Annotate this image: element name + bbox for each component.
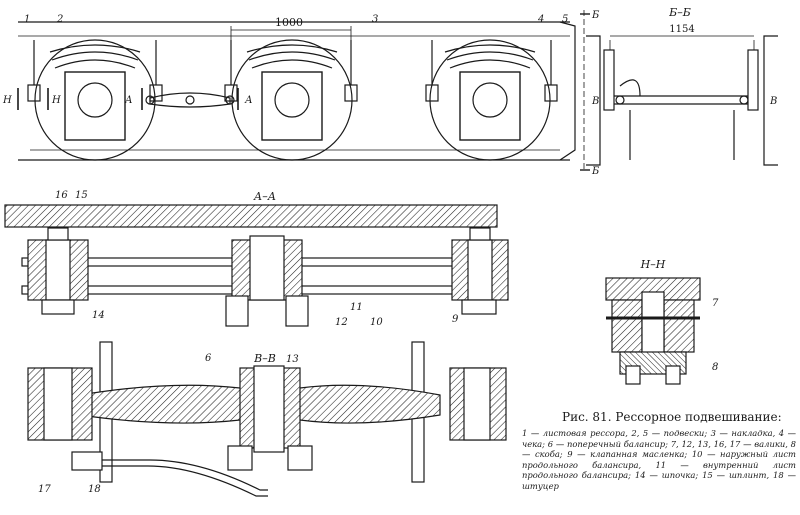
- callout-3: 3: [372, 14, 378, 25]
- section-vv-view: [27, 341, 507, 497]
- longitudinal-balancer: [149, 92, 231, 108]
- mark-a-left: А: [124, 95, 133, 106]
- section-bb-view: [586, 35, 778, 166]
- callout-11: 11: [350, 302, 363, 313]
- section-nn-title: Н–Н: [640, 258, 666, 271]
- side-elevation-view: [17, 10, 590, 171]
- callout-8: 8: [712, 362, 718, 373]
- caption-title: Рис. 81. Рессорное подвешивание:: [562, 410, 782, 424]
- callout-5: 5: [562, 14, 568, 25]
- callout-4: 4: [537, 14, 544, 25]
- mark-v-left: В: [591, 96, 599, 107]
- callout-7: 7: [712, 298, 719, 309]
- wheel-3: [425, 39, 558, 161]
- callout-14: 14: [92, 310, 105, 321]
- section-aa-view: [4, 204, 509, 327]
- mark-b-top: Б: [591, 10, 600, 21]
- callout-1: 1: [24, 14, 30, 25]
- callout-12: 12: [335, 317, 348, 328]
- callout-6: 6: [205, 353, 212, 364]
- callout-16: 16: [55, 190, 68, 201]
- callout-17: 17: [38, 484, 51, 495]
- wheel-2: [224, 39, 358, 161]
- mark-v-right: В: [769, 96, 777, 107]
- caption-legend: 1 — листовая рессора, 2, 5 — подвески; 3…: [522, 428, 796, 491]
- section-vv-title: В–В: [253, 352, 276, 365]
- callout-10: 10: [370, 317, 383, 328]
- section-aa-title: А–А: [253, 190, 276, 203]
- frame-end: [559, 21, 576, 161]
- section-nn-view: [605, 277, 701, 385]
- dimension-1154-label: 1154: [669, 24, 694, 35]
- mark-b-bottom: Б: [591, 166, 600, 177]
- wheel-1: [27, 39, 163, 161]
- dimension-1000-label: 1000: [275, 16, 303, 29]
- mark-a-right: А: [244, 95, 253, 106]
- callout-15: 15: [75, 190, 88, 201]
- mark-n-right: Н: [51, 95, 61, 106]
- mark-n-left: Н: [2, 95, 12, 106]
- section-bb-title: Б–Б: [668, 6, 691, 19]
- callout-9: 9: [452, 314, 459, 325]
- callout-13: 13: [286, 354, 299, 365]
- callout-2: 2: [56, 14, 63, 25]
- callout-18: 18: [88, 484, 101, 495]
- frame-plate: [4, 204, 498, 228]
- figure-caption: Рис. 81. Рессорное подвешивание: 1 — лис…: [522, 410, 796, 492]
